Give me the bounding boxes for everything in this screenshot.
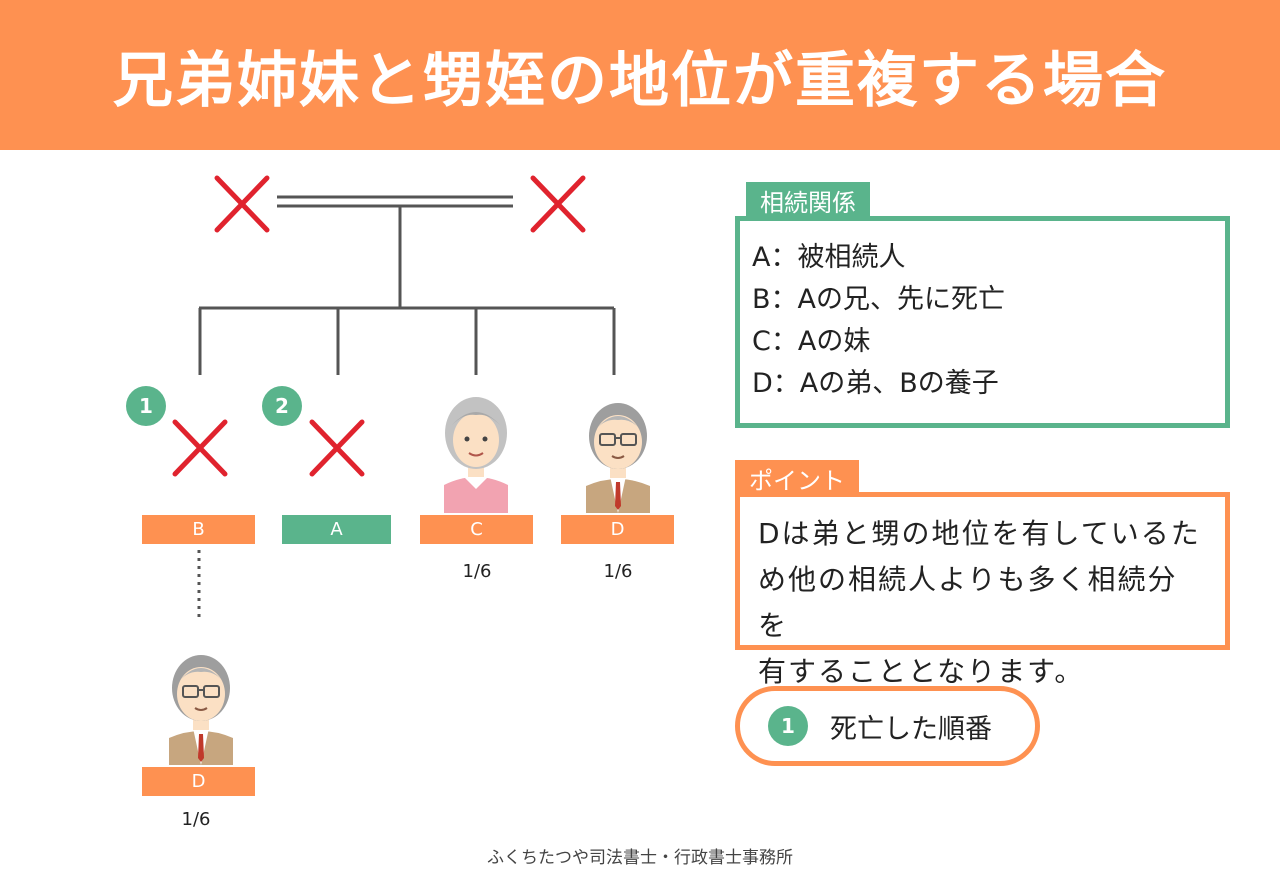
legend-order-badge: 1 (768, 706, 808, 746)
label-d: D (561, 515, 674, 544)
label-c: C (420, 515, 533, 544)
point-line-1: Dは弟と甥の地位を有しているた (758, 517, 1201, 550)
family-tree-lines (172, 175, 616, 620)
point-box: Dは弟と甥の地位を有しているた め他の相続人よりも多く相続分を 有することとなり… (735, 492, 1230, 688)
father-deceased-cross-icon (214, 175, 270, 233)
point-line-3: 有することとなります。 (758, 655, 1085, 688)
point-tab: ポイント (735, 460, 859, 496)
label-b: B (142, 515, 255, 544)
relation-line-d: D：Aの弟、Bの養子 (752, 368, 999, 399)
title-banner: 兄弟姉妹と甥姪の地位が重複する場合 (0, 0, 1280, 150)
relation-line-c: C：Aの妹 (752, 326, 871, 357)
point-line-2: め他の相続人よりも多く相続分を (758, 563, 1178, 642)
legend: 1 死亡した順番 (735, 686, 1040, 766)
relations-box: A：被相続人 B：Aの兄、先に死亡 C：Aの妹 D：Aの弟、Bの養子 (735, 216, 1230, 428)
share-c: 1/6 (462, 561, 492, 582)
legend-text: 死亡した順番 (830, 713, 992, 745)
elderly-man-glasses-icon (586, 403, 650, 513)
a-deceased-cross-icon (309, 419, 365, 477)
elderly-man-glasses-icon-adopted (169, 655, 233, 765)
death-order-badge-2: 2 (262, 386, 302, 426)
relation-line-a: A：被相続人 (752, 242, 906, 273)
footer-credit: ふくちたつや司法書士・行政書士事務所 (487, 848, 793, 868)
elderly-woman-icon (444, 397, 508, 513)
share-d-adopted: 1/6 (181, 809, 211, 830)
label-d-adopted: D (142, 767, 255, 796)
relations-tab: 相続関係 (746, 182, 870, 218)
label-a: A (282, 515, 391, 544)
share-d: 1/6 (603, 561, 633, 582)
death-order-badge-1: 1 (126, 386, 166, 426)
b-deceased-cross-icon (172, 419, 228, 477)
mother-deceased-cross-icon (530, 175, 586, 233)
relation-line-b: B：Aの兄、先に死亡 (752, 284, 1005, 315)
page-title: 兄弟姉妹と甥姪の地位が重複する場合 (113, 45, 1167, 116)
